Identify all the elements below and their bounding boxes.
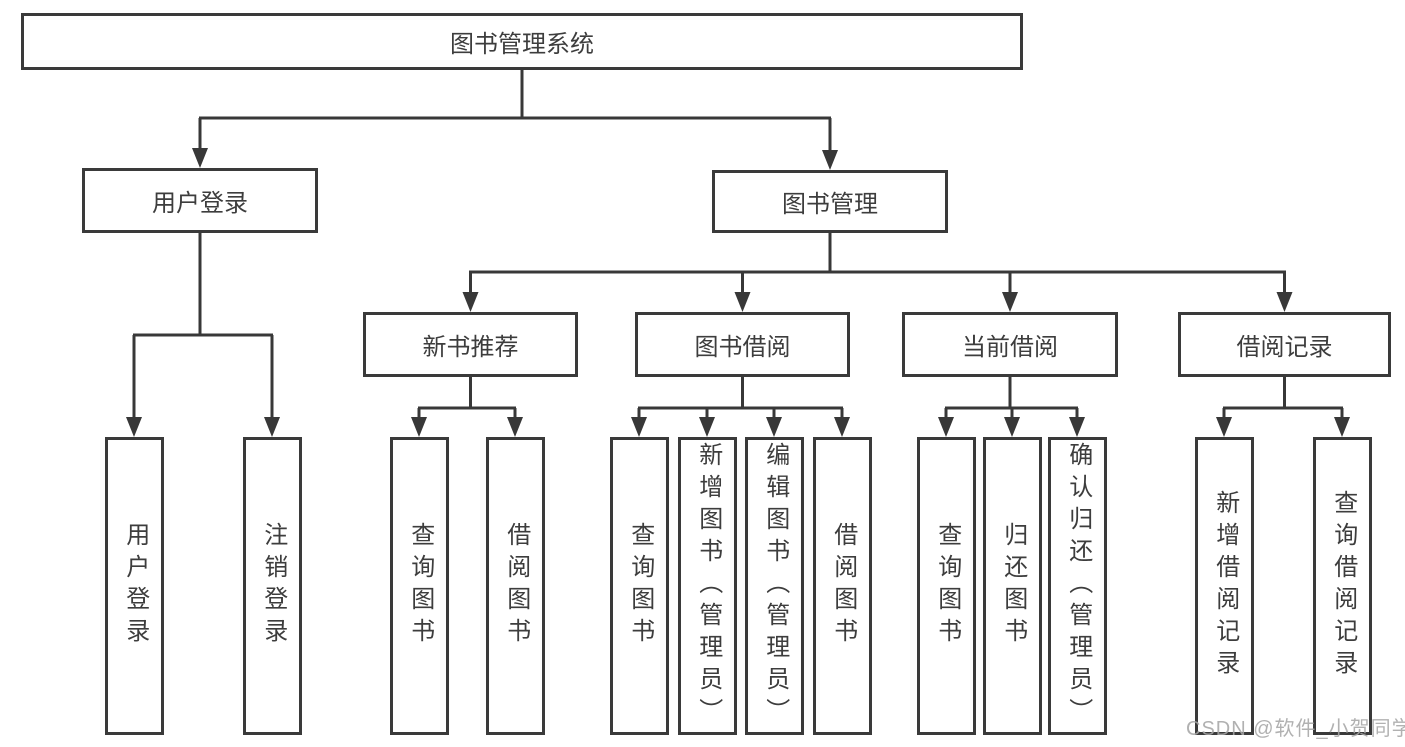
leaf-confirm-return-admin: 确认归还（管理员）	[1048, 437, 1107, 735]
leaf-add-books-admin: 新增图书（管理员）	[678, 437, 737, 735]
node-library-system: 图书管理系统	[21, 13, 1023, 70]
leaf-label: 编辑图书（管理员）	[761, 442, 789, 730]
leaf-borrow-books-1: 借阅图书	[486, 437, 545, 735]
leaf-label: 查询图书	[406, 522, 434, 650]
node-borrowing-records: 借阅记录	[1178, 312, 1391, 377]
node-new-book-recommend: 新书推荐	[363, 312, 578, 377]
leaf-add-borrow-record: 新增借阅记录	[1195, 437, 1254, 735]
leaf-label: 查询图书	[933, 522, 961, 650]
node-book-management: 图书管理	[712, 170, 948, 233]
leaf-label: 注销登录	[259, 522, 287, 650]
watermark: CSDN @软件_小贺同学	[1186, 718, 1405, 740]
leaf-search-books-3: 查询图书	[917, 437, 976, 735]
leaf-search-books-2: 查询图书	[610, 437, 669, 735]
leaf-label: 查询图书	[626, 522, 654, 650]
leaf-borrow-books-2: 借阅图书	[813, 437, 872, 735]
node-current-borrowing: 当前借阅	[902, 312, 1118, 377]
leaf-label: 确认归还（管理员）	[1064, 442, 1092, 730]
leaf-user-login: 用户登录	[105, 437, 164, 735]
leaf-label: 新增借阅记录	[1211, 490, 1239, 682]
leaf-label: 查询借阅记录	[1329, 490, 1357, 682]
node-book-borrowing: 图书借阅	[635, 312, 850, 377]
leaf-return-books: 归还图书	[983, 437, 1042, 735]
leaf-search-borrow-record: 查询借阅记录	[1313, 437, 1372, 735]
leaf-edit-books-admin: 编辑图书（管理员）	[745, 437, 804, 735]
leaf-label: 用户登录	[121, 522, 149, 650]
arrowheads	[126, 148, 1350, 437]
node-user-login: 用户登录	[82, 168, 318, 233]
leaf-label: 借阅图书	[502, 522, 530, 650]
leaf-label: 借阅图书	[829, 522, 857, 650]
leaf-search-books-1: 查询图书	[390, 437, 449, 735]
leaf-logout: 注销登录	[243, 437, 302, 735]
leaf-label: 新增图书（管理员）	[694, 442, 722, 730]
leaf-label: 归还图书	[999, 522, 1027, 650]
